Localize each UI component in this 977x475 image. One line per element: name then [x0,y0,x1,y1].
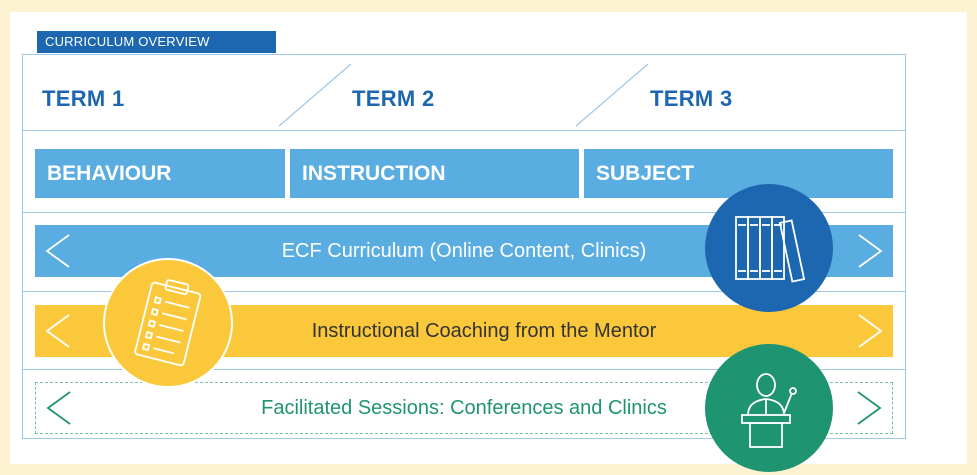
topic-behaviour: BEHAVIOUR [35,149,285,198]
chevron-right-icon [855,305,885,357]
facilitated-sessions-label: Facilitated Sessions: Conferences and Cl… [261,396,667,419]
term-separator-1 [278,63,352,127]
chevron-left-icon [43,225,73,277]
chevron-left-icon [43,305,73,357]
coaching-divider [22,369,906,370]
topic-instruction: INSTRUCTION [290,149,579,198]
curriculum-overview-tag: CURRICULUM OVERVIEW [37,31,276,53]
term-2-label: TERM 2 [352,86,435,111]
chevron-left-icon [44,383,74,433]
books-icon [705,184,833,312]
clipboard-icon [103,258,233,388]
speaker-at-podium-icon [705,344,833,472]
instructional-coaching-label: Instructional Coaching from the Mentor [311,319,657,342]
chevron-right-icon [854,383,884,433]
term-separator-2 [575,63,649,127]
topic-subject: SUBJECT [584,149,893,198]
ecf-curriculum-label: ECF Curriculum (Online Content, Clinics) [281,239,647,262]
terms-divider [22,130,906,131]
term-3-label: TERM 3 [650,86,733,111]
topics-divider [22,212,906,213]
overview-frame [22,54,906,439]
chevron-right-icon [855,225,885,277]
ecf-divider [22,291,906,292]
term-1-label: TERM 1 [42,86,125,111]
